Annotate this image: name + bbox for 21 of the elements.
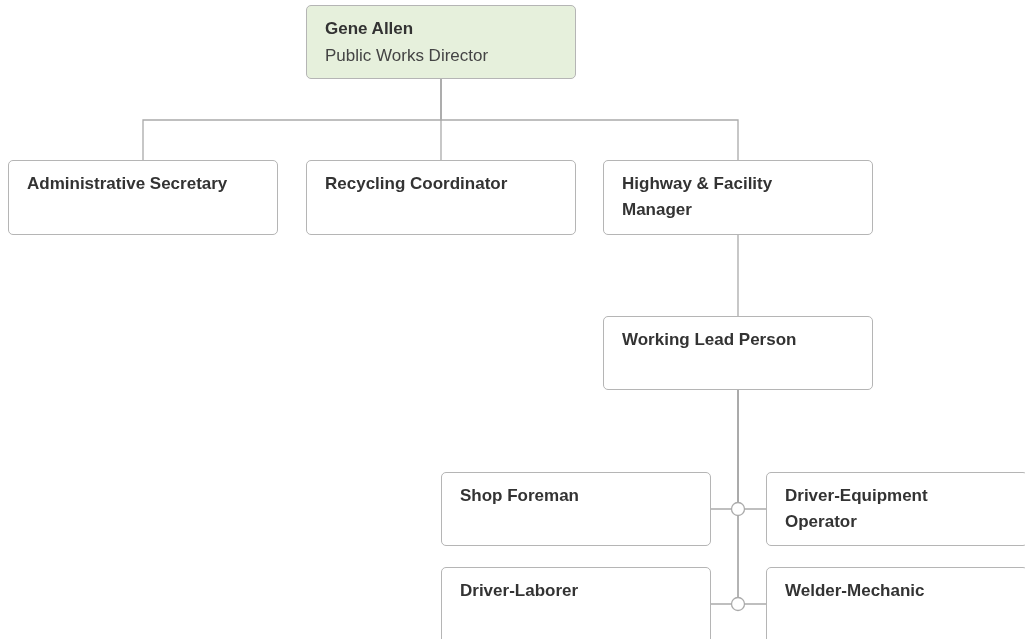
role-title: Highway & Facility Manager xyxy=(622,173,774,221)
role-title: Administrative Secretary xyxy=(27,173,228,195)
role-box xyxy=(766,472,1025,546)
connector-line xyxy=(737,234,739,317)
role-subtitle: Public Works Director xyxy=(325,45,489,67)
role-title: Working Lead Person xyxy=(622,329,797,351)
role-box xyxy=(8,160,278,235)
role-box xyxy=(766,567,1025,639)
role-box xyxy=(306,5,576,79)
role-box xyxy=(441,567,711,639)
role-box xyxy=(603,160,873,235)
role-box xyxy=(441,472,711,546)
role-title: Shop Foreman xyxy=(460,485,579,507)
connector-line xyxy=(440,78,739,161)
role-box xyxy=(603,316,873,390)
role-title: Recycling Coordinator xyxy=(325,173,508,195)
role-title: Driver-Laborer xyxy=(460,580,579,602)
role-title: Welder-Mechanic xyxy=(785,580,925,602)
role-title: Driver-Equipment Operator xyxy=(785,485,929,533)
role-title: Gene Allen xyxy=(325,18,414,40)
role-box xyxy=(306,160,576,235)
